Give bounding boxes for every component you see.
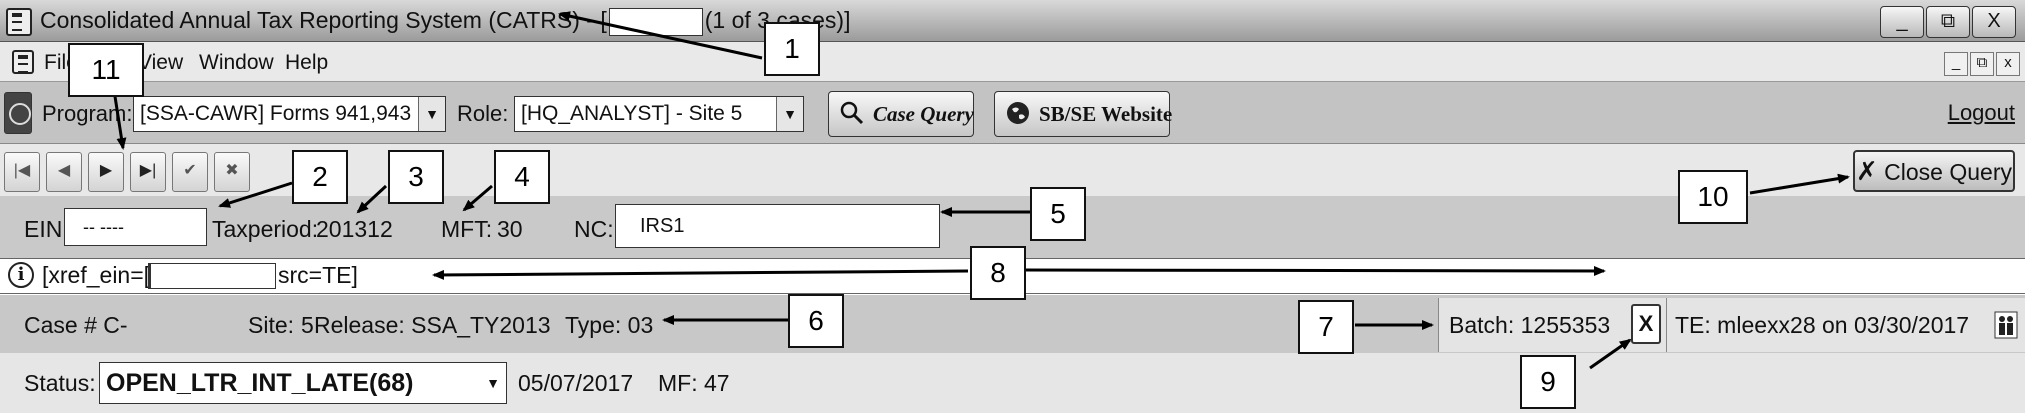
program-select-value: [SSA-CAWR] Forms 941,943	[140, 102, 412, 125]
help-icon[interactable]	[4, 92, 32, 134]
website-label: SB/SE Website	[1039, 102, 1173, 126]
batch-label: Batch:	[1449, 312, 1515, 338]
globe-icon	[1007, 102, 1029, 124]
app-icon[interactable]	[6, 8, 32, 36]
previous-record-button[interactable]: ◀	[46, 152, 82, 192]
callout-8: 8	[970, 246, 1026, 300]
site-value: 5	[301, 312, 314, 338]
menu-view[interactable]: View	[138, 51, 184, 74]
next-record-button[interactable]: ▶	[88, 152, 124, 192]
callout-1: 1	[764, 22, 820, 76]
callout-9: 9	[1520, 355, 1576, 409]
taxperiod-label: Taxperiod:	[212, 216, 319, 242]
ein-field[interactable]: -- ----	[64, 208, 207, 246]
menu-help[interactable]: Help	[285, 51, 329, 74]
release-text: Release: SSA_TY2013	[314, 312, 551, 339]
nc-label: NC:	[574, 216, 614, 242]
mf-value: 47	[704, 370, 730, 396]
callout-3: 3	[388, 150, 444, 204]
callout-11: 11	[68, 43, 144, 97]
callout-4: 4	[494, 150, 550, 204]
window-minimize-button[interactable]: _	[1880, 6, 1924, 38]
case-query-label: Case Query	[873, 102, 974, 126]
sbse-website-button[interactable]: SB/SE Website	[994, 91, 1173, 137]
first-record-button[interactable]: |◀	[4, 152, 40, 192]
mft-label: MFT:	[441, 216, 493, 242]
close-icon: ✗	[1855, 156, 1878, 186]
chevron-down-icon[interactable]: ▼	[486, 375, 500, 391]
te-text: TE: mleexx28 on 03/30/2017	[1675, 312, 1970, 338]
accept-button[interactable]: ✔	[172, 152, 208, 192]
status-select-value: OPEN_LTR_INT_LATE(68)	[106, 369, 414, 397]
batch-value: 1255353	[1520, 312, 1611, 338]
role-select[interactable]: [HQ_ANALYST] - Site 5 ▼	[514, 96, 804, 132]
callout-10: 10	[1678, 170, 1748, 224]
menu-bar: File View Window Help _ ⧉ x	[0, 42, 2025, 82]
type-value: 03	[627, 312, 654, 338]
role-label: Role:	[457, 101, 509, 126]
nc-field[interactable]: IRS1	[615, 204, 940, 248]
callout-7: 7	[1298, 300, 1354, 354]
site-label: Site:	[248, 312, 295, 338]
window-close-button[interactable]: X	[1972, 6, 2016, 38]
close-query-button[interactable]: ✗ Close Query	[1853, 150, 2015, 192]
redacted-xref-ein	[148, 263, 276, 289]
last-record-button[interactable]: ▶|	[130, 152, 166, 192]
cancel-button[interactable]: ✖	[214, 152, 250, 192]
batch-panel: Batch: 1255353 X TE: mleexx28 on 03/30/2…	[1438, 298, 2025, 352]
taxperiod-value: 201312	[316, 216, 393, 242]
divider	[1666, 298, 1667, 352]
main-toolbar: Program: [SSA-CAWR] Forms 941,943 ▼ Role…	[0, 82, 2025, 144]
program-select[interactable]: [SSA-CAWR] Forms 941,943 ▼	[133, 96, 446, 132]
magnifier-icon	[840, 101, 864, 125]
mdi-close-button[interactable]: x	[1996, 52, 2020, 76]
callout-5: 5	[1030, 187, 1086, 241]
chevron-down-icon[interactable]: ▼	[776, 97, 803, 131]
window-title-prefix: Consolidated Annual Tax Reporting System…	[40, 7, 607, 33]
type-text: Type: 03	[565, 312, 653, 339]
mft-value: 30	[497, 216, 523, 242]
status-select[interactable]: OPEN_LTR_INT_LATE(68) ▼	[99, 362, 507, 404]
window-restore-button[interactable]: ⧉	[1926, 6, 1970, 38]
logout-link[interactable]: Logout	[1947, 100, 2015, 125]
status-date: 05/07/2017	[518, 370, 634, 396]
chevron-down-icon[interactable]: ▼	[418, 97, 445, 131]
role-select-value: [HQ_ANALYST] - Site 5	[521, 102, 743, 125]
program-label: Program:	[42, 101, 133, 126]
batch-clear-button[interactable]: X	[1631, 304, 1661, 344]
case-number-label: Case # C-	[24, 312, 128, 338]
release-value: SSA_TY2013	[411, 312, 551, 338]
callout-6: 6	[788, 294, 844, 348]
close-query-label: Close Query	[1884, 159, 2012, 185]
mdi-minimize-button[interactable]: _	[1944, 52, 1968, 76]
case-query-button[interactable]: Case Query	[828, 91, 974, 137]
mdi-restore-button[interactable]: ⧉	[1970, 52, 1994, 76]
xref-suffix: src=TE]	[278, 262, 358, 288]
release-label-text: Release:	[314, 312, 405, 338]
xref-prefix: [xref_ein=[	[42, 262, 151, 288]
ein-label: EIN:	[24, 216, 69, 242]
document-icon[interactable]	[12, 50, 34, 74]
status-label: Status:	[24, 370, 96, 396]
callout-2: 2	[292, 150, 348, 204]
batch-text: Batch: 1255353	[1449, 312, 1610, 339]
info-icon: i	[8, 262, 34, 288]
menu-window[interactable]: Window	[199, 51, 274, 74]
mf-text: MF: 47	[658, 370, 730, 397]
title-bar: Consolidated Annual Tax Reporting System…	[0, 0, 2025, 42]
mf-label: MF:	[658, 370, 698, 396]
users-icon[interactable]	[1994, 311, 2018, 339]
window-title: Consolidated Annual Tax Reporting System…	[40, 7, 850, 36]
type-label: Type:	[565, 312, 622, 338]
redacted-case-id	[608, 7, 703, 36]
